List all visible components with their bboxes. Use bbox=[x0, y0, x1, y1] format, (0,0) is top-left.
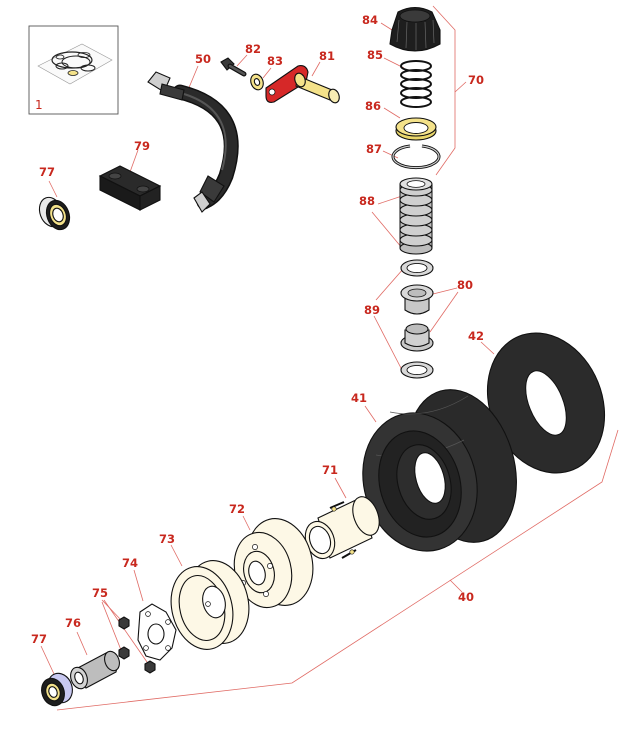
callout-81[interactable]: 81 bbox=[319, 49, 335, 63]
callout-79[interactable]: 79 bbox=[134, 139, 150, 153]
callout-70[interactable]: 70 bbox=[468, 73, 484, 87]
callout-42[interactable]: 42 bbox=[468, 329, 484, 343]
leader-lines bbox=[40, 5, 619, 711]
part-77-bearing-upper[interactable] bbox=[36, 194, 74, 233]
callout-41[interactable]: 41 bbox=[351, 391, 367, 405]
part-81-bracket-pin[interactable] bbox=[265, 65, 341, 105]
callout-73[interactable]: 73 bbox=[159, 532, 175, 546]
part-89-washer-lower[interactable] bbox=[400, 361, 434, 379]
callout-labels: 84 85 70 86 87 88 80 89 42 41 71 72 73 7… bbox=[31, 13, 484, 646]
callout-86[interactable]: 86 bbox=[365, 99, 381, 113]
part-74-flange-plate[interactable] bbox=[137, 603, 177, 661]
callout-40[interactable]: 40 bbox=[458, 590, 474, 604]
callout-85[interactable]: 85 bbox=[367, 48, 383, 62]
callout-80[interactable]: 80 bbox=[457, 278, 473, 292]
callout-87[interactable]: 87 bbox=[366, 142, 382, 156]
seal-kit-illustration bbox=[37, 43, 113, 85]
inset-number: 1 bbox=[35, 98, 43, 112]
part-83-washer[interactable] bbox=[249, 72, 266, 91]
part-80-bushing-lower[interactable] bbox=[400, 323, 434, 352]
callout-75[interactable]: 75 bbox=[92, 586, 108, 600]
part-84-cap[interactable] bbox=[389, 6, 441, 52]
part-86-bearing[interactable] bbox=[395, 117, 437, 141]
part-77-bearing-lower[interactable] bbox=[38, 670, 77, 709]
callout-83[interactable]: 83 bbox=[267, 54, 283, 68]
part-88-spacer-stack[interactable] bbox=[399, 177, 433, 255]
part-82-bolt[interactable] bbox=[220, 57, 247, 77]
callout-88[interactable]: 88 bbox=[359, 194, 375, 208]
part-79-block[interactable] bbox=[98, 165, 162, 211]
part-41-tire-wheel[interactable] bbox=[347, 377, 534, 565]
callout-77-upper[interactable]: 77 bbox=[39, 165, 55, 179]
part-76-spacer-tube[interactable] bbox=[68, 649, 122, 691]
callout-77-lower[interactable]: 77 bbox=[31, 632, 47, 646]
callout-84[interactable]: 84 bbox=[362, 13, 378, 27]
part-75-nut-1[interactable] bbox=[118, 616, 130, 630]
part-85-spring[interactable] bbox=[400, 60, 432, 108]
callout-50[interactable]: 50 bbox=[195, 52, 211, 66]
part-73-rim-half[interactable] bbox=[163, 554, 258, 656]
callout-76[interactable]: 76 bbox=[65, 616, 81, 630]
hose-fitting-bottom bbox=[193, 175, 225, 213]
callout-72[interactable]: 72 bbox=[229, 502, 245, 516]
part-71-hub[interactable] bbox=[300, 493, 384, 563]
part-72-rim-half[interactable] bbox=[227, 512, 322, 614]
callout-89[interactable]: 89 bbox=[364, 303, 380, 317]
callout-71[interactable]: 71 bbox=[322, 463, 338, 477]
part-75-nut-2[interactable] bbox=[118, 646, 130, 660]
callout-74[interactable]: 74 bbox=[122, 556, 138, 570]
part-87-snap-ring[interactable] bbox=[391, 144, 441, 170]
part-80-bushing-upper[interactable] bbox=[400, 284, 434, 315]
callout-82[interactable]: 82 bbox=[245, 42, 261, 56]
part-50-hydraulic-hose[interactable] bbox=[147, 71, 239, 213]
seal-kit-inset[interactable]: 1 bbox=[28, 25, 119, 115]
part-75-nut-3[interactable] bbox=[144, 660, 156, 674]
hose-fitting-top bbox=[147, 71, 185, 101]
part-89-washer-upper[interactable] bbox=[400, 259, 434, 277]
